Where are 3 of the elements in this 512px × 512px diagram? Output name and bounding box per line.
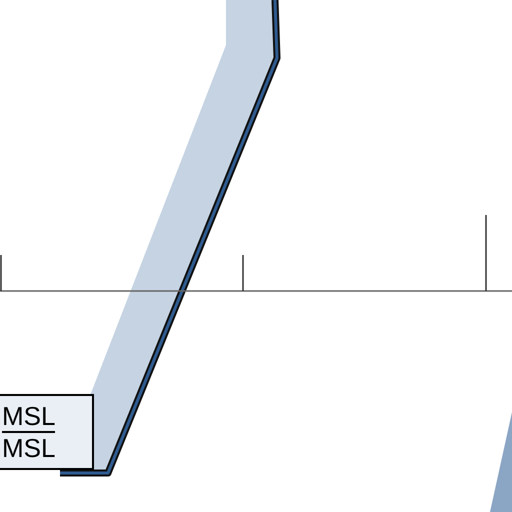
altitude-label-box bbox=[0, 394, 94, 470]
altitude-text: MSL bbox=[2, 401, 56, 433]
altitude-text: MSL bbox=[2, 433, 56, 463]
